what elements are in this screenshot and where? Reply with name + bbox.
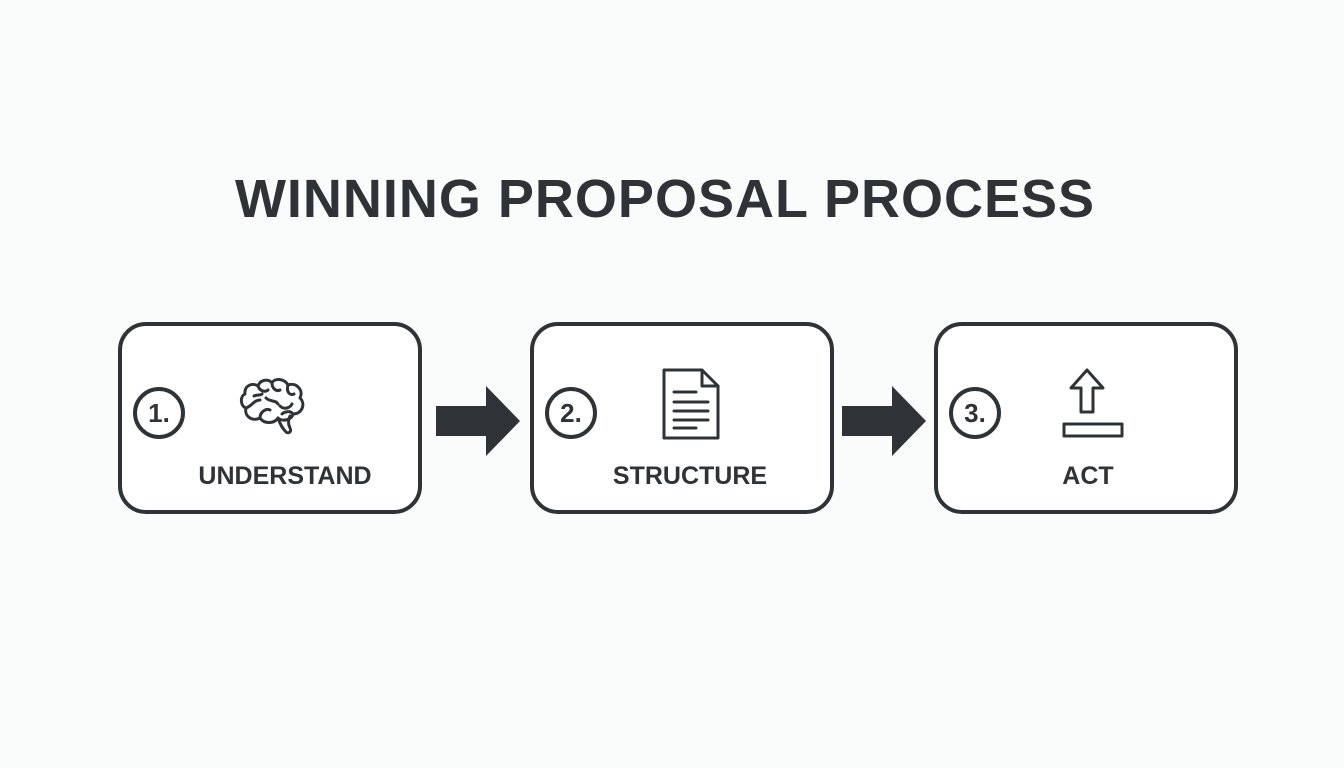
step-number-badge: 1. xyxy=(133,387,185,439)
step-label: ACT xyxy=(1062,462,1114,490)
diagram-title: WINNING PROPOSAL PROCESS xyxy=(234,169,1096,229)
step-number-badge: 2. xyxy=(545,387,597,439)
document-icon xyxy=(662,368,720,440)
arrow-right-icon xyxy=(436,386,520,456)
arrow-right-icon xyxy=(842,386,926,456)
brain-icon xyxy=(239,378,305,435)
step-card-structure: 2. STRUCTURE xyxy=(530,322,834,514)
step-card-act: 3. ACT xyxy=(934,322,1238,514)
step-label: STRUCTURE xyxy=(612,462,768,490)
upload-icon xyxy=(1062,368,1124,438)
step-card-understand: 1. UNDERSTAND xyxy=(118,322,422,514)
step-label: UNDERSTAND xyxy=(198,462,372,490)
step-number-badge: 3. xyxy=(949,387,1001,439)
